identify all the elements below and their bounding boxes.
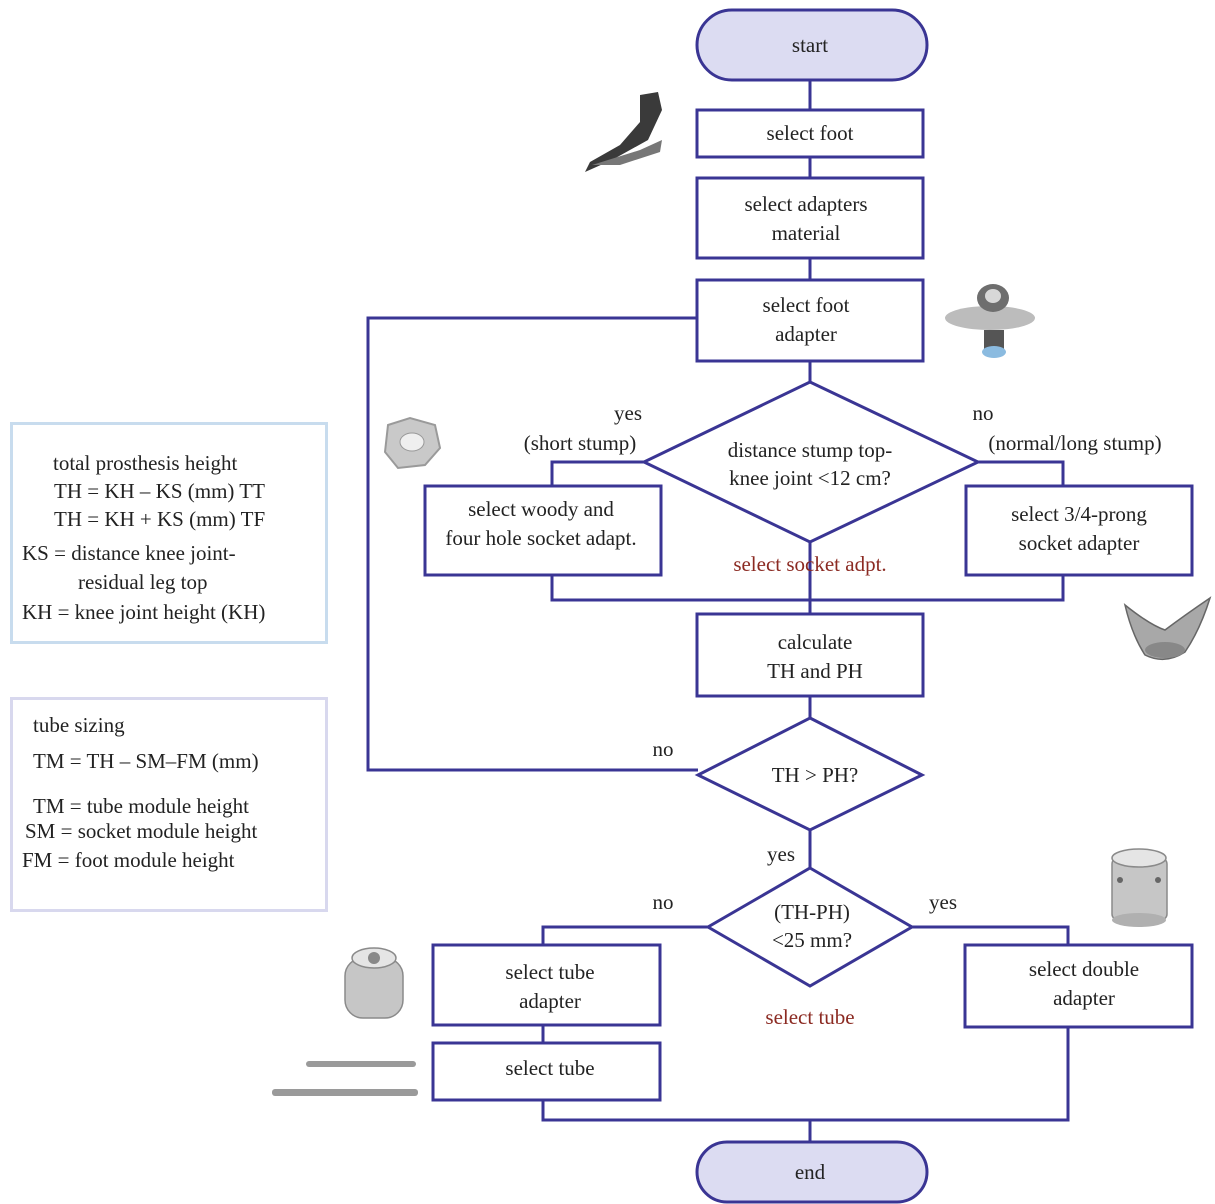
tube-adapter-image — [344, 947, 404, 1019]
yes-label: yes — [614, 401, 642, 425]
calculate-box — [695, 612, 925, 698]
foot-adapter-image — [945, 284, 1035, 358]
connector-normal-stump — [978, 460, 1065, 486]
total-height-title: total prosthesis height — [53, 451, 238, 475]
connectors — [366, 80, 1070, 1142]
decision-stump-label-1: distance stump top- — [728, 438, 892, 462]
select-prong-box — [964, 484, 1194, 577]
select-prong-label-2: socket adapter — [1019, 531, 1140, 555]
four-hole-adapter-image — [383, 416, 442, 470]
no-left-label: no — [653, 890, 674, 914]
decision-diff-diamond — [705, 866, 915, 988]
select-woody-label-1: select woody and — [468, 497, 614, 521]
decision-stump-label-2: knee joint <12 cm? — [729, 466, 891, 490]
tube-image — [272, 1061, 418, 1096]
tm-definition: TM = tube module height — [33, 794, 249, 818]
prosthetic-foot-image — [585, 92, 662, 172]
select-tube-label: select tube — [505, 1056, 594, 1080]
end-terminal — [695, 1140, 929, 1204]
loop-back-no — [366, 316, 698, 772]
connector-short-stump — [550, 460, 644, 486]
total-height-formula-tf: TH = KH + KS (mm) TF — [54, 507, 266, 531]
decision-th-ph-label: TH > PH? — [772, 763, 859, 787]
no-label: no — [973, 401, 994, 425]
start-label: start — [792, 33, 828, 57]
select-adapters-material-box — [695, 176, 925, 260]
total-height-formula-tt: TH = KH – KS (mm) TT — [54, 479, 265, 503]
select-foot-label: select foot — [767, 121, 854, 145]
select-prong-label-1: select 3/4-prong — [1011, 502, 1147, 526]
select-adapters-material-label-1: select adapters — [744, 192, 867, 216]
ks-definition-cont: residual leg top — [78, 570, 208, 594]
tube-sizing-formula: TM = TH – SM–FM (mm) — [33, 749, 259, 773]
normal-stump-label: (normal/long stump) — [988, 431, 1161, 455]
select-woody-box — [423, 484, 663, 577]
prong-adapter-image — [1123, 596, 1212, 661]
decision-th-ph-diamond — [694, 716, 926, 832]
decision-stump-diamond — [640, 380, 982, 544]
double-adapter-image — [1111, 848, 1168, 927]
no-loop-label: no — [653, 737, 674, 761]
total-height-info-box: total prosthesis height TH = KH – KS (mm… — [10, 422, 328, 644]
select-foot-adapter-label-1: select foot — [763, 293, 850, 317]
select-woody-label-2: four hole socket adapt. — [445, 526, 636, 550]
merge-socket — [550, 575, 1065, 602]
merge-end — [541, 1027, 1070, 1122]
yes-right-label: yes — [929, 890, 957, 914]
kh-definition: KH = knee joint height (KH) — [22, 600, 266, 624]
connector-diff-yes — [912, 925, 1070, 945]
decision-diff-label-2: <25 mm? — [772, 928, 852, 952]
tube-sizing-info-box: tube sizing TM = TH – SM–FM (mm) TM = tu… — [10, 697, 328, 912]
select-adapters-material-label-2: material — [772, 221, 841, 245]
select-tube-adapter-label-2: adapter — [519, 989, 581, 1013]
calculate-label-2: TH and PH — [767, 659, 863, 683]
connector-diff-no — [541, 925, 708, 945]
sm-definition: SM = socket module height — [25, 819, 258, 843]
select-double-adapter-label-2: adapter — [1053, 986, 1115, 1010]
select-foot-adapter-box — [695, 278, 925, 363]
start-terminal — [695, 8, 929, 82]
select-foot-box — [695, 108, 925, 159]
select-double-adapter-box — [963, 943, 1194, 1029]
tube-sizing-title: tube sizing — [33, 713, 125, 737]
fm-definition: FM = foot module height — [22, 848, 235, 872]
calculate-label-1: calculate — [778, 630, 853, 654]
select-foot-adapter-label-2: adapter — [775, 322, 837, 346]
end-label: end — [795, 1160, 826, 1184]
select-tube-adapter-label-1: select tube — [505, 960, 594, 984]
select-socket-adpt-label: select socket adpt. — [733, 552, 886, 576]
select-tube-box — [431, 1041, 662, 1102]
ks-definition: KS = distance knee joint- — [22, 541, 236, 565]
short-stump-label: (short stump) — [524, 431, 637, 455]
select-double-adapter-label-1: select double — [1029, 957, 1139, 981]
select-tube-adapter-box — [431, 943, 662, 1027]
select-tube-group-label: select tube — [765, 1005, 854, 1029]
decision-diff-label-1: (TH-PH) — [774, 900, 850, 924]
yes-down-label: yes — [767, 842, 795, 866]
